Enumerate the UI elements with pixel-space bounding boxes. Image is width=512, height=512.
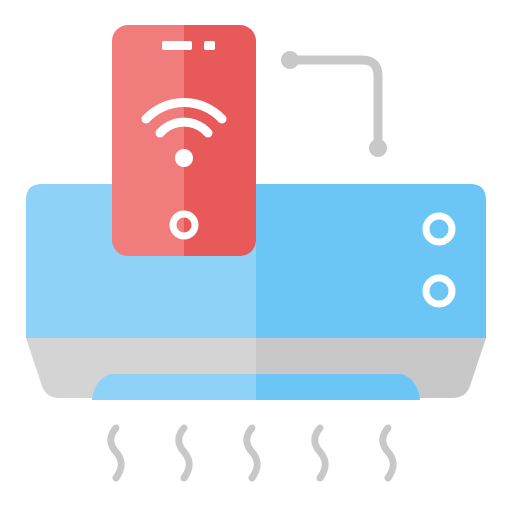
control-button-bottom-icon [422,274,456,308]
phone-speaker-icon [162,41,192,50]
control-buttons [422,212,456,308]
air-vent [92,374,420,400]
phone-home-button-icon [169,210,199,240]
air-flow-wave [311,424,329,482]
control-button-top-icon [422,212,456,246]
air-flow-wave [175,424,193,482]
phone-icon [112,25,256,256]
wifi-icon [141,98,227,167]
phone-camera-icon [204,41,215,50]
air-flow-wave [243,424,261,482]
air-flow-wave [379,424,397,482]
air-flow-icon [107,424,397,482]
cable-icon [281,51,387,157]
air-flow-wave [107,424,125,482]
